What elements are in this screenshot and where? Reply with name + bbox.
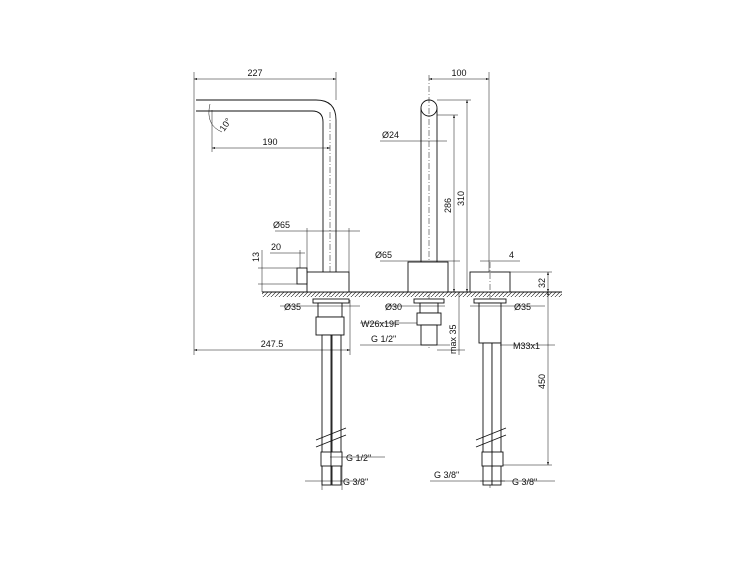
dim-lever-height: 13 bbox=[251, 252, 261, 262]
dim-max-35: max 35 bbox=[448, 324, 458, 354]
spout-nut: W26x19F bbox=[361, 319, 400, 329]
control-hose-g38-left: G 3/8" bbox=[434, 470, 459, 480]
dim-knob-4: 4 bbox=[509, 250, 514, 260]
dim-left-body-dia: Ø65 bbox=[273, 220, 290, 230]
dim-190: 190 bbox=[262, 137, 277, 147]
dim-angle: 10° bbox=[217, 116, 233, 133]
dim-spout-shank-dia: Ø30 bbox=[385, 302, 402, 312]
control-thread: M33x1 bbox=[513, 341, 540, 351]
dim-100: 100 bbox=[451, 68, 466, 78]
dim-247-5: 247.5 bbox=[261, 339, 284, 349]
dim-450: 450 bbox=[537, 374, 547, 389]
dim-lever-length: 20 bbox=[271, 242, 281, 252]
deck-surface bbox=[262, 291, 562, 297]
control-unit bbox=[469, 262, 511, 490]
dim-spout-base-dia: Ø65 bbox=[375, 250, 392, 260]
spout bbox=[407, 75, 449, 350]
dim-32: 32 bbox=[537, 278, 547, 288]
spout-thread: G 1/2" bbox=[371, 334, 396, 344]
dim-left-shank-dia: Ø35 bbox=[284, 302, 301, 312]
dim-286: 286 bbox=[443, 198, 453, 213]
left-hose-g12: G 1/2" bbox=[346, 453, 371, 463]
dim-227: 227 bbox=[247, 68, 262, 78]
dim-tube-dia: Ø24 bbox=[382, 130, 399, 140]
control-hose-g38-right: G 3/8" bbox=[512, 477, 537, 487]
dim-control-shank-dia: Ø35 bbox=[514, 302, 531, 312]
dimension-lines bbox=[193, 72, 555, 490]
left-hose-g38: G 3/8" bbox=[343, 477, 368, 487]
dim-310: 310 bbox=[456, 191, 466, 206]
left-mixer bbox=[196, 99, 350, 486]
